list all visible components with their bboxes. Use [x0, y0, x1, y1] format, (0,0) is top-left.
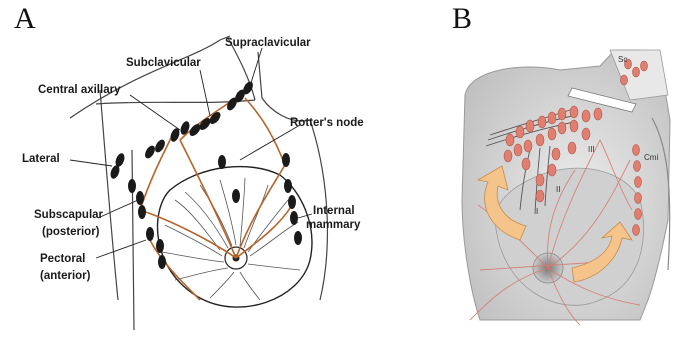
label-level-i: I [536, 207, 538, 216]
label-sc: Sc [618, 55, 627, 64]
label-cmi: Cmi [644, 153, 658, 162]
label-level-iii: III [588, 145, 595, 154]
label-level-ii: II [556, 185, 560, 194]
